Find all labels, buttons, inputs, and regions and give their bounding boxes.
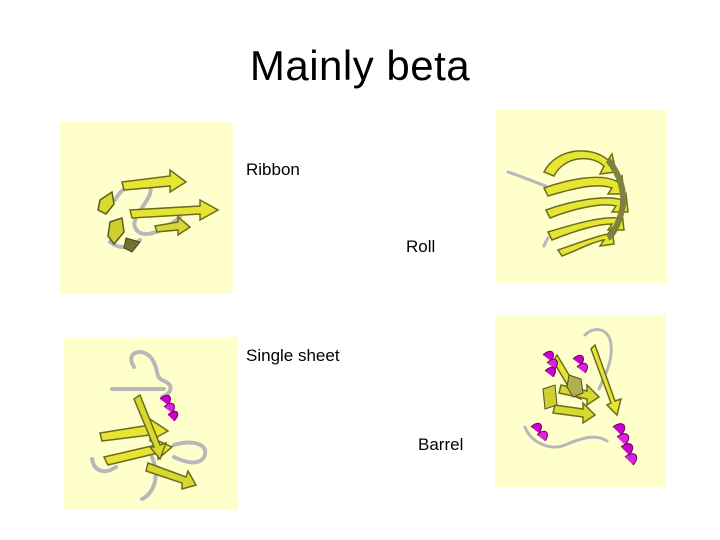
coil	[508, 172, 546, 186]
beta-strand	[155, 217, 190, 235]
beta-strand	[108, 218, 124, 244]
roll-label: Roll	[406, 237, 435, 257]
beta-strand	[553, 403, 595, 423]
coil	[544, 238, 548, 246]
beta-strand	[591, 345, 621, 415]
alpha-helix	[543, 351, 557, 377]
barrel-label: Barrel	[418, 435, 463, 455]
ribbon-label: Ribbon	[246, 160, 300, 180]
alpha-helix	[613, 424, 637, 465]
beta-strand	[98, 192, 114, 214]
single-sheet-label: Single sheet	[246, 346, 340, 366]
slide-title: Mainly beta	[0, 42, 720, 90]
single-sheet-structure-image	[64, 337, 238, 510]
beta-strand	[543, 385, 557, 409]
ribbon-structure-image	[60, 122, 233, 294]
barrel-structure-image	[495, 315, 666, 487]
alpha-helix	[573, 355, 587, 373]
beta-strand	[544, 151, 616, 176]
coil	[174, 443, 205, 463]
roll-structure-image	[496, 110, 667, 283]
beta-strand	[546, 194, 628, 218]
beta-strand	[122, 170, 186, 192]
alpha-helix	[160, 395, 178, 421]
beta-strand	[544, 176, 624, 196]
